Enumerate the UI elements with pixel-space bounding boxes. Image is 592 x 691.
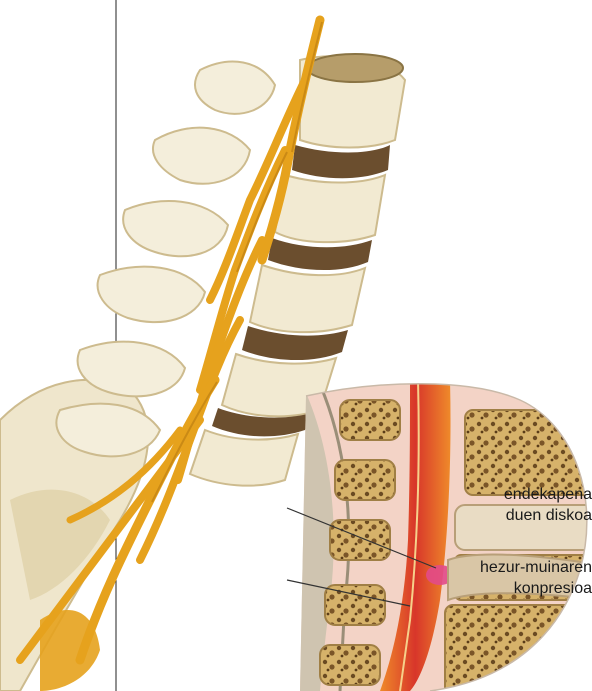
herniated-disc-label-line1: endekapena (307, 484, 592, 505)
herniated-disc-label-line2: duen diskoa (307, 505, 592, 526)
cord-compression-label-line2: konpresioa (307, 578, 592, 599)
cord-compression-label-line1: hezur-muinaren (307, 557, 592, 578)
herniated-disc-label: endekapena duen diskoa (307, 484, 592, 526)
cord-compression-label: hezur-muinaren konpresioa (307, 557, 592, 599)
